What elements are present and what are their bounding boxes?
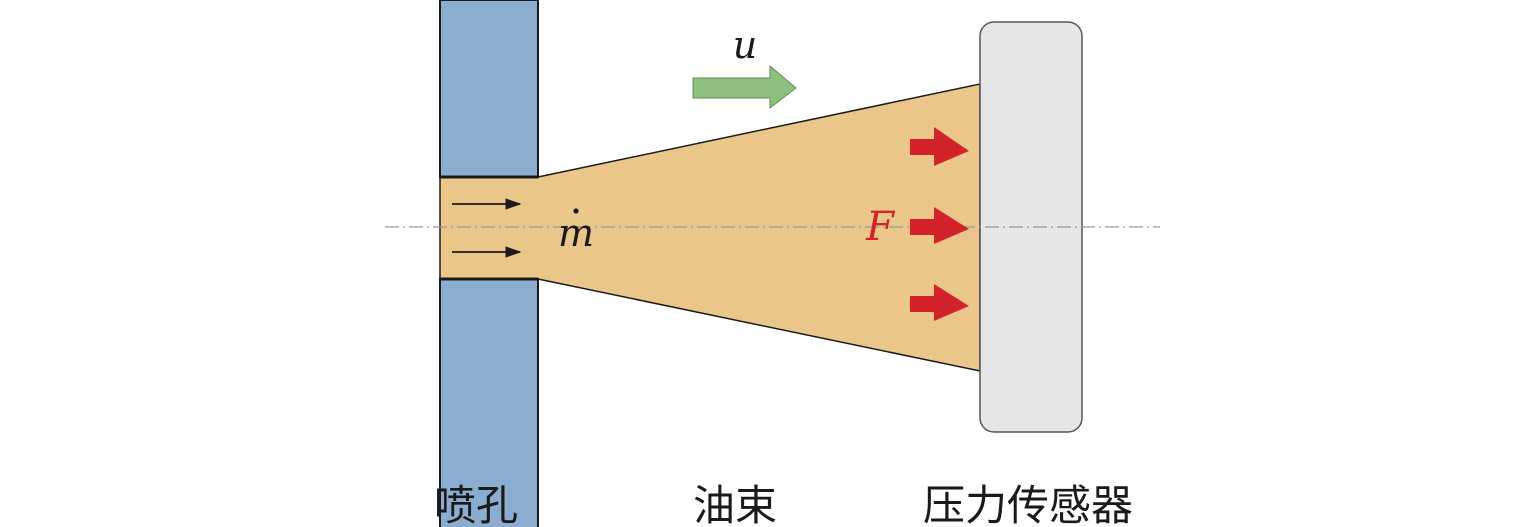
mass-flow-symbol: m [558,211,594,255]
force-arrow-icon [910,284,969,321]
mass-flow-dot [573,208,579,214]
nozzle-wall-lower [439,278,539,527]
oil-beam-label: 油束 [693,481,777,527]
nozzle-wall-upper [439,0,539,178]
velocity-arrow-icon [692,64,797,110]
force-symbol: F [865,204,895,250]
nozzle-label: 喷孔 [434,481,518,527]
force-arrow-icon [910,127,969,166]
velocity-symbol: u [733,23,757,67]
force-arrow-icon [910,207,969,244]
pressure-sensor-label: 压力传感器 [923,481,1133,527]
